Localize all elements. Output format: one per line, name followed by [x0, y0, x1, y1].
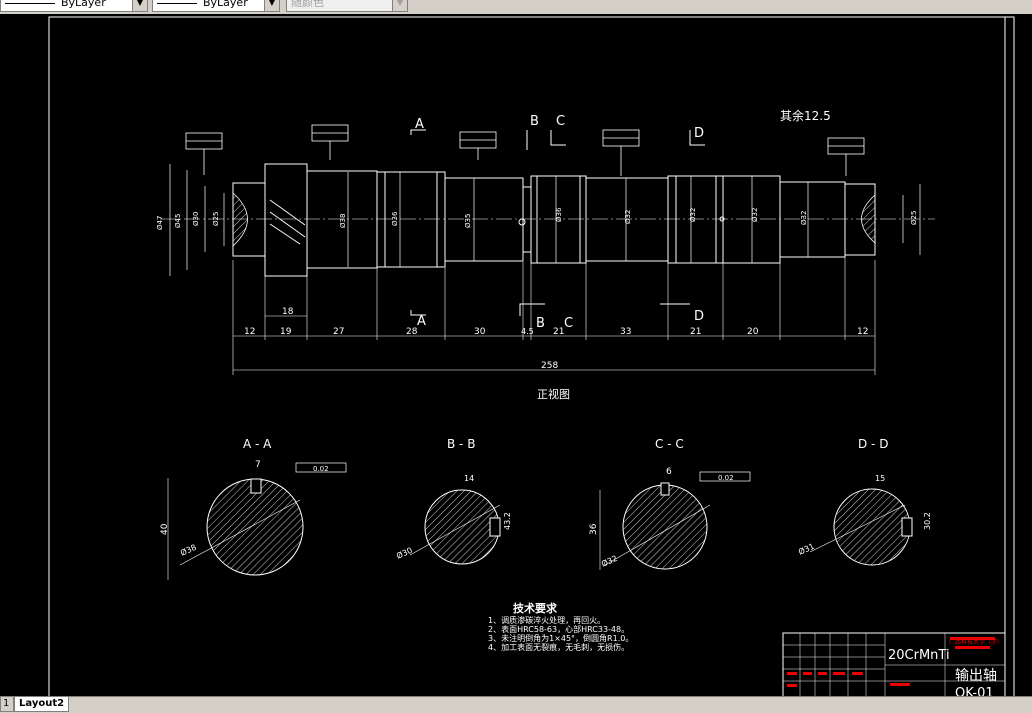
- lineweight-value: ByLayer: [203, 0, 248, 9]
- svg-text:D - D: D - D: [858, 437, 888, 451]
- svg-text:0.02: 0.02: [718, 474, 734, 482]
- section-views: A - A 7 40 Ø38 0.02 B - B 14 43.2 Ø30 C …: [160, 437, 932, 580]
- svg-text:其余12.5: 其余12.5: [780, 108, 831, 123]
- svg-text:15: 15: [875, 474, 885, 483]
- svg-text:D: D: [694, 126, 704, 141]
- svg-text:21: 21: [690, 327, 701, 337]
- svg-text:C: C: [564, 316, 573, 331]
- shaft-outline: [232, 163, 876, 277]
- svg-text:Ø25: Ø25: [910, 211, 918, 225]
- svg-text:Ø36: Ø36: [391, 211, 399, 226]
- svg-text:Ø30: Ø30: [192, 212, 200, 226]
- linetype-combo[interactable]: ByLayer ▼: [0, 0, 148, 12]
- svg-text:12: 12: [857, 327, 868, 337]
- svg-text:12: 12: [244, 327, 255, 337]
- svg-text:Ø45: Ø45: [174, 214, 182, 228]
- tech-requirements: 技术要求 1、调质渗碳淬火处理，再回火。 2、表面HRC58-63，心部HRC3…: [488, 601, 633, 652]
- properties-toolbar: ByLayer ▼ ByLayer ▼ 随颜色 ▼: [0, 0, 1032, 15]
- svg-text:20: 20: [747, 327, 759, 337]
- svg-text:Ø32: Ø32: [751, 208, 759, 222]
- svg-text:Ø32: Ø32: [800, 211, 808, 225]
- title-block: 20CrMnTi 广西科技大学（学） 输出轴 QK-01: [782, 632, 1006, 701]
- svg-text:Ø35: Ø35: [464, 214, 472, 228]
- svg-text:Ø47: Ø47: [156, 216, 164, 230]
- drawing-canvas[interactable]: Ø47 Ø45 Ø30 Ø25 Ø38 Ø36 Ø35 Ø36 Ø32 Ø32 …: [0, 14, 1032, 701]
- svg-text:D: D: [694, 309, 704, 324]
- tab-label: Layout2: [19, 698, 65, 709]
- svg-text:30: 30: [474, 327, 486, 337]
- svg-text:广西科技大学（学）: 广西科技大学（学）: [949, 638, 1003, 646]
- svg-text:30.2: 30.2: [923, 512, 932, 530]
- svg-text:19: 19: [280, 327, 292, 337]
- svg-text:2、表面HRC58-63，心部HRC33-48。: 2、表面HRC58-63，心部HRC33-48。: [488, 624, 629, 634]
- main-view-caption: 正视图: [537, 387, 570, 401]
- svg-text:18: 18: [282, 307, 294, 317]
- svg-text:3、未注明倒角为1×45°，倒圆角R1.0。: 3、未注明倒角为1×45°，倒圆角R1.0。: [488, 633, 633, 643]
- svg-text:A: A: [417, 314, 426, 329]
- svg-text:6: 6: [666, 467, 672, 477]
- svg-text:Ø31: Ø31: [797, 541, 816, 557]
- plotstyle-combo: 随颜色 ▼: [286, 0, 408, 12]
- svg-text:4.5: 4.5: [521, 327, 534, 336]
- svg-text:B: B: [536, 316, 545, 331]
- svg-text:Ø36: Ø36: [555, 207, 563, 222]
- linetype-swatch: [5, 2, 55, 4]
- svg-text:4、加工表面无裂痕，无毛刺，无损伤。: 4、加工表面无裂痕，无毛刺，无损伤。: [488, 642, 629, 652]
- svg-text:Ø25: Ø25: [212, 212, 220, 226]
- layout-tabs: 1 Layout2: [0, 696, 1032, 713]
- svg-text:43.2: 43.2: [503, 512, 512, 530]
- svg-text:1、调质渗碳淬火处理，再回火。: 1、调质渗碳淬火处理，再回火。: [488, 615, 605, 625]
- svg-text:Ø30: Ø30: [395, 545, 414, 561]
- svg-text:21: 21: [553, 327, 564, 337]
- svg-text:QK-01: QK-01: [955, 686, 994, 696]
- svg-text:Ø32: Ø32: [689, 208, 697, 222]
- svg-text:36: 36: [589, 523, 599, 535]
- svg-text:14: 14: [464, 474, 474, 483]
- svg-text:技术要求: 技术要求: [513, 601, 558, 615]
- chevron-down-icon[interactable]: ▼: [264, 0, 279, 11]
- svg-text:Ø38: Ø38: [339, 214, 347, 228]
- chevron-down-icon[interactable]: ▼: [132, 0, 147, 11]
- svg-text:258: 258: [541, 361, 558, 371]
- svg-text:Ø32: Ø32: [600, 553, 619, 569]
- svg-text:Ø38: Ø38: [179, 542, 198, 558]
- tab-label: 1: [3, 698, 10, 709]
- lineweight-swatch: [157, 2, 197, 4]
- svg-text:C: C: [556, 114, 565, 129]
- cad-drawing: Ø47 Ø45 Ø30 Ø25 Ø38 Ø36 Ø35 Ø36 Ø32 Ø32 …: [48, 16, 1015, 701]
- svg-text:33: 33: [620, 327, 631, 337]
- svg-text:7: 7: [255, 460, 261, 470]
- svg-text:40: 40: [160, 523, 170, 535]
- chevron-down-icon: ▼: [392, 0, 407, 11]
- svg-text:20CrMnTi: 20CrMnTi: [888, 648, 950, 663]
- svg-text:输出轴: 输出轴: [955, 668, 997, 684]
- svg-text:A - A: A - A: [243, 437, 272, 451]
- svg-text:0.02: 0.02: [313, 465, 329, 473]
- lineweight-combo[interactable]: ByLayer ▼: [152, 0, 280, 12]
- svg-text:B: B: [530, 114, 539, 129]
- svg-text:28: 28: [406, 327, 418, 337]
- svg-text:B - B: B - B: [447, 437, 475, 451]
- plotstyle-value: 随颜色: [291, 0, 324, 9]
- svg-text:C - C: C - C: [655, 437, 684, 451]
- tab-layout2[interactable]: Layout2: [14, 697, 70, 712]
- svg-text:27: 27: [333, 327, 344, 337]
- svg-text:A: A: [415, 117, 424, 132]
- tab-layout1[interactable]: 1: [0, 697, 14, 712]
- linetype-value: ByLayer: [61, 0, 106, 9]
- svg-text:Ø32: Ø32: [624, 210, 632, 224]
